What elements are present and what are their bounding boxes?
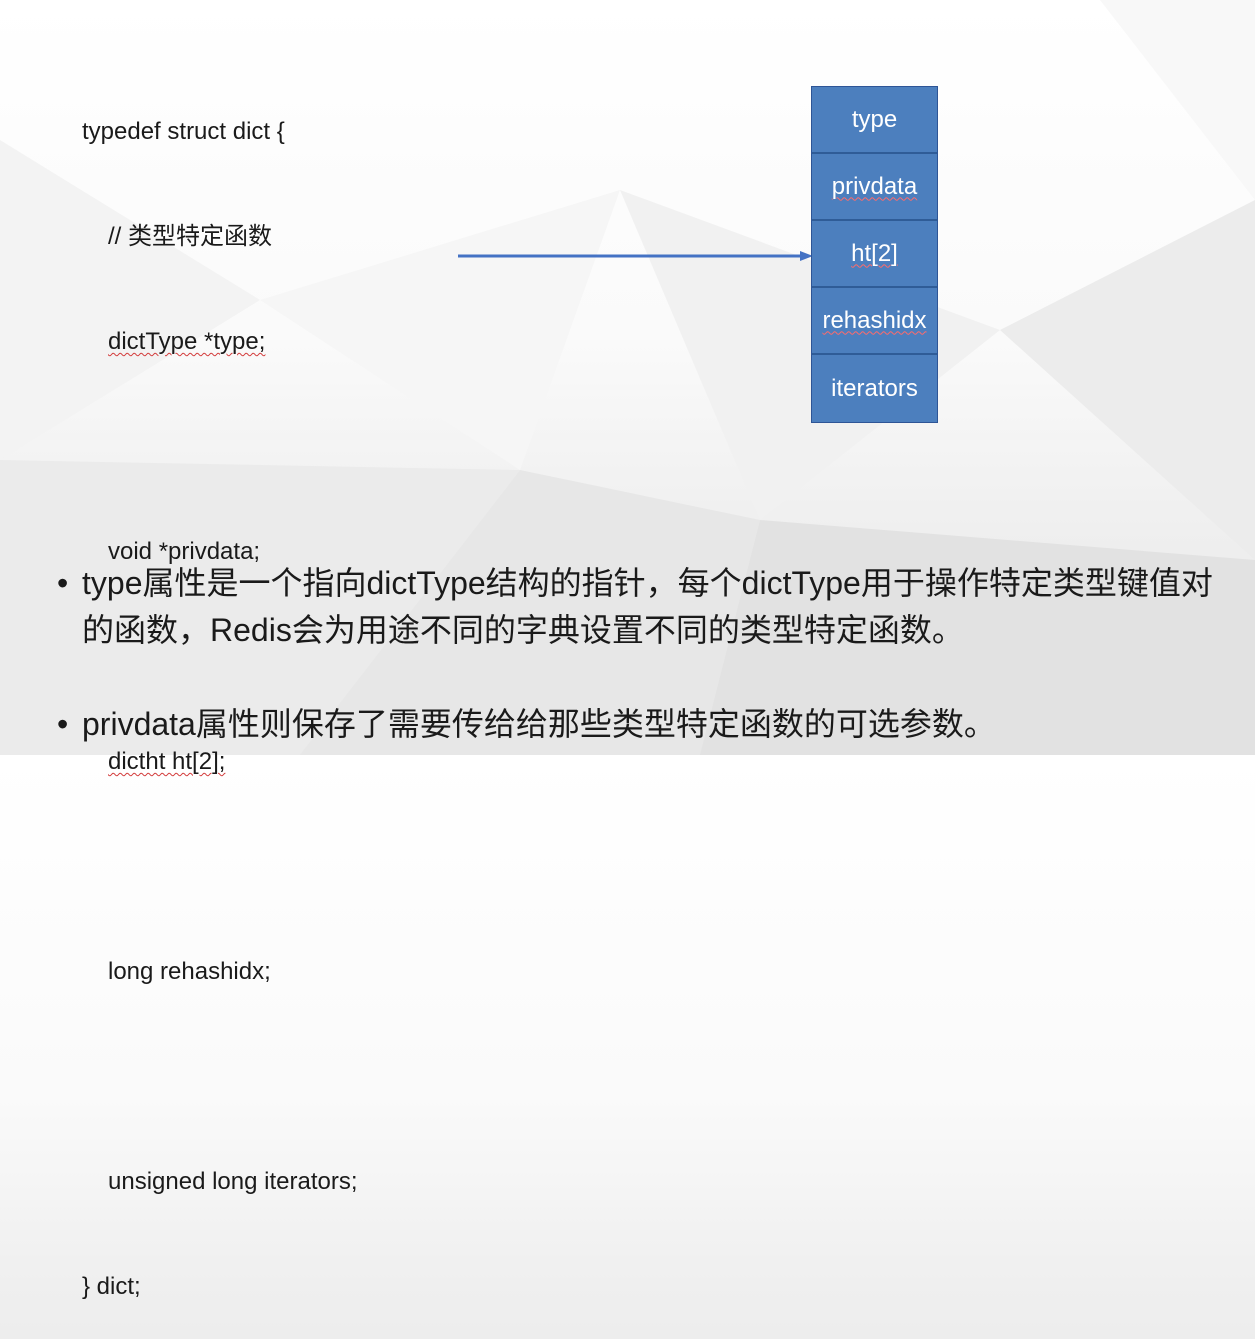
- code-line-typedef: typedef struct dict {: [82, 118, 285, 145]
- code-line-close: } dict;: [82, 1273, 141, 1300]
- bullet-privdata-description: • privdata属性则保存了需要传给给那些类型特定函数的可选参数。: [57, 701, 1227, 748]
- bullet-marker: •: [57, 565, 69, 601]
- code-line-ht: dictht ht[2];: [108, 748, 226, 775]
- struct-field-rehashidx: rehashidx: [812, 288, 937, 355]
- background-polygons: [0, 140, 1255, 755]
- bullet-text: type属性是一个指向dictType结构的指针，每个dictType用于操作特…: [82, 565, 1213, 648]
- pointer-arrow: [458, 251, 813, 261]
- code-line-privdata: void *privdata;: [108, 538, 261, 565]
- bullet-text: privdata属性则保存了需要传给给那些类型特定函数的可选参数。: [82, 706, 996, 742]
- bullet-marker: •: [57, 706, 69, 742]
- code-line-comment: // 类型特定函数: [108, 223, 273, 250]
- code-line-rehashidx: long rehashidx;: [108, 958, 271, 985]
- code-line-iterators: unsigned long iterators;: [108, 1168, 358, 1195]
- struct-field-type: type: [812, 87, 937, 154]
- struct-field-ht: ht[2]: [812, 221, 937, 288]
- description-bullets: • type属性是一个指向dictType结构的指针，每个dictType用于操…: [57, 560, 1227, 748]
- code-line-type: dictType *type;: [108, 328, 266, 355]
- struct-field-iterators: iterators: [812, 355, 937, 422]
- bullet-type-description: • type属性是一个指向dictType结构的指针，每个dictType用于操…: [57, 560, 1227, 654]
- struct-field-privdata: privdata: [812, 154, 937, 221]
- dict-struct-diagram: type privdata ht[2] rehashidx iterators: [811, 86, 938, 423]
